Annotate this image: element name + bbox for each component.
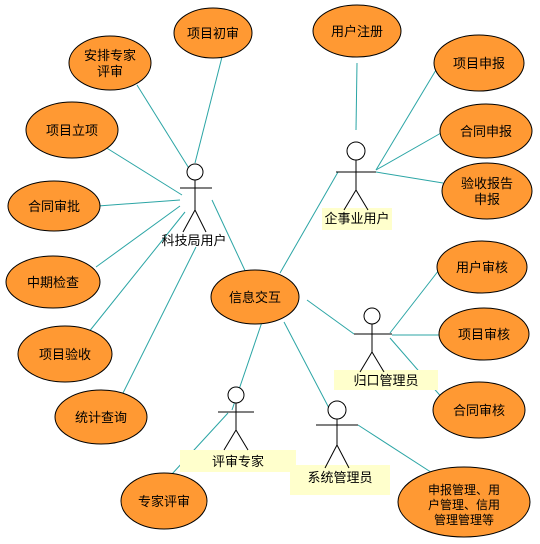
actor-expert-label: 评审专家 bbox=[212, 454, 264, 470]
expert-label-bg bbox=[180, 450, 296, 472]
use-case-acceptance-report[interactable] bbox=[441, 162, 533, 220]
actor-expert-figure[interactable] bbox=[218, 386, 254, 451]
use-case-project-apply[interactable] bbox=[433, 34, 525, 92]
use-case-arrange-expert[interactable] bbox=[68, 35, 152, 91]
use-case-initial-review[interactable] bbox=[173, 7, 253, 59]
use-case-contract-apply[interactable] bbox=[439, 103, 533, 159]
label-expert-review: 专家评审 bbox=[138, 494, 190, 510]
link-sysadmin-management bbox=[357, 424, 441, 479]
use-case-management[interactable] bbox=[397, 466, 531, 538]
use-case-project-acceptance[interactable] bbox=[17, 325, 113, 383]
label-arrange-expert-2: 评审 bbox=[97, 65, 123, 80]
label-contract-apply: 合同申报 bbox=[460, 125, 512, 140]
actor-sysadmin-figure[interactable] bbox=[316, 400, 358, 469]
label-management-1: 申报管理、用 bbox=[428, 482, 500, 497]
label-user-audit: 用户审核 bbox=[456, 260, 508, 276]
actor-admin-unit-figure[interactable] bbox=[354, 307, 392, 373]
label-management-3: 管理管理等 bbox=[434, 512, 494, 527]
admin-unit-label-bg bbox=[334, 370, 438, 390]
use-case-statistics-query[interactable] bbox=[54, 389, 148, 445]
link-enterprise-register bbox=[355, 62, 358, 131]
actor-bureau-label: 科技局用户 bbox=[161, 233, 226, 249]
use-case-expert-review[interactable] bbox=[120, 472, 208, 530]
use-case-contract-approval[interactable] bbox=[7, 180, 101, 232]
label-project-audit: 项目审核 bbox=[458, 328, 510, 343]
label-midterm-check: 中期检查 bbox=[27, 276, 79, 291]
use-case-midterm-check[interactable] bbox=[5, 255, 101, 309]
sysadmin-label-bg bbox=[290, 465, 390, 495]
label-acceptance-report-2: 申报 bbox=[474, 193, 500, 208]
use-case-project-approval[interactable] bbox=[25, 101, 119, 159]
link-bureau-midterm-check bbox=[95, 205, 181, 268]
label-project-apply: 项目申报 bbox=[453, 57, 505, 72]
label-statistics-query: 统计查询 bbox=[75, 411, 127, 426]
label-project-acceptance: 项目验收 bbox=[39, 347, 91, 363]
label-project-approval: 项目立项 bbox=[46, 124, 98, 139]
use-case-info-interaction[interactable] bbox=[210, 269, 300, 325]
use-case-contract-audit[interactable] bbox=[432, 381, 526, 439]
link-bureau-project-acceptance bbox=[87, 211, 186, 334]
label-user-register: 用户注册 bbox=[331, 24, 383, 40]
link-sysadmin-info-interaction bbox=[283, 321, 331, 411]
link-bureau-arrange-expert bbox=[136, 84, 191, 171]
actor-sysadmin-label: 系统管理员 bbox=[307, 471, 372, 486]
link-enterprise-acceptance-report bbox=[375, 171, 444, 184]
label-initial-review: 项目初审 bbox=[187, 27, 239, 42]
link-admin-user-audit bbox=[389, 269, 440, 334]
link-bureau-project-approval bbox=[104, 146, 183, 196]
label-acceptance-report-1: 验收报告 bbox=[461, 176, 513, 192]
link-bureau-contract-approval bbox=[97, 199, 181, 207]
label-contract-audit: 合同审核 bbox=[453, 404, 505, 419]
label-management-2: 户管理、信用 bbox=[428, 497, 500, 512]
actor-bureau-figure[interactable] bbox=[180, 163, 212, 233]
link-admin-info-interaction bbox=[306, 299, 355, 335]
actor-enterprise-label: 企事业用户 bbox=[324, 211, 389, 227]
label-arrange-expert-1: 安排专家 bbox=[84, 48, 136, 64]
actor-enterprise-figure[interactable] bbox=[336, 141, 376, 211]
use-case-user-audit[interactable] bbox=[436, 240, 528, 294]
link-bureau-info-interaction bbox=[211, 199, 249, 278]
actor-admin-unit-label: 归口管理员 bbox=[353, 374, 418, 389]
connectors bbox=[87, 56, 445, 479]
label-info-interaction: 信息交互 bbox=[229, 290, 281, 306]
use-case-project-audit[interactable] bbox=[438, 307, 530, 361]
link-enterprise-contract-apply bbox=[375, 132, 442, 171]
label-contract-approval: 合同审批 bbox=[28, 200, 80, 215]
link-enterprise-info-interaction bbox=[279, 171, 339, 274]
enterprise-label-bg bbox=[322, 208, 392, 230]
link-enterprise-project-apply bbox=[375, 69, 437, 171]
link-bureau-statistics-query bbox=[121, 246, 197, 396]
link-admin-contract-audit bbox=[389, 337, 445, 401]
link-bureau-initial-review bbox=[194, 56, 223, 164]
use-case-user-register[interactable] bbox=[312, 4, 402, 58]
